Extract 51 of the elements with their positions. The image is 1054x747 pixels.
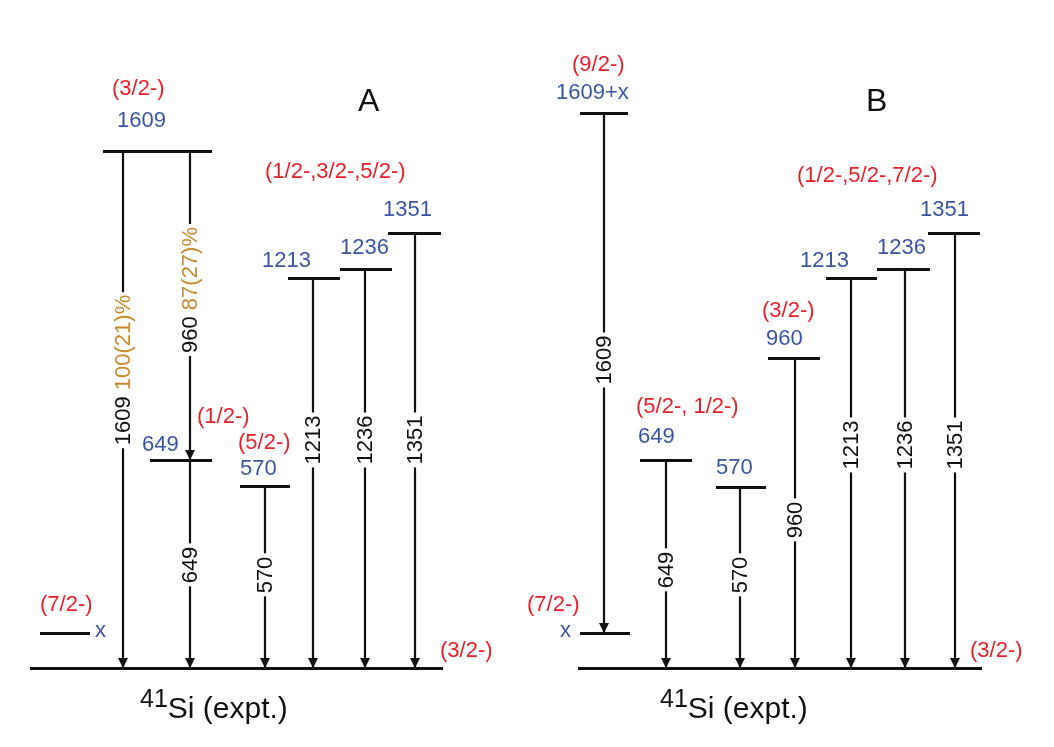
gamma-energy-label: 960 87(27)% xyxy=(178,224,202,356)
level-energy-label: 649 xyxy=(638,424,675,448)
energy-level-line xyxy=(580,112,628,115)
level-energy-label: 1609+x xyxy=(556,80,629,104)
energy-level-line xyxy=(388,232,441,235)
energy-level-line xyxy=(150,459,212,462)
level-energy-label: 1236 xyxy=(340,235,389,259)
spin-parity-label: (1/2-,3/2-,5/2-) xyxy=(265,158,406,184)
level-energy-label: 1351 xyxy=(383,197,432,221)
panel-label: B xyxy=(866,82,888,119)
energy-level-line xyxy=(288,277,340,280)
energy-level-line xyxy=(716,486,766,489)
transition-arrow xyxy=(599,115,609,633)
level-energy-label: x xyxy=(95,618,106,642)
spin-parity-label: (3/2-) xyxy=(112,76,165,100)
level-energy-label: x xyxy=(560,618,571,642)
spin-parity-label: (5/2-, 1/2-) xyxy=(636,394,739,418)
energy-level-line xyxy=(340,268,392,271)
energy-level-line xyxy=(40,632,90,635)
panel-label: A xyxy=(358,82,380,119)
energy-level-line xyxy=(578,667,982,670)
energy-level-line xyxy=(826,277,877,280)
spin-parity-label: (7/2-) xyxy=(40,592,93,616)
spin-parity-label: (3/2-) xyxy=(970,638,1023,662)
energy-level-line xyxy=(580,632,630,635)
spin-parity-label: (3/2-) xyxy=(440,638,493,662)
energy-level-line xyxy=(768,357,820,360)
energy-level-line xyxy=(928,232,980,235)
level-energy-label: 1236 xyxy=(877,235,926,259)
spin-parity-label: (7/2-) xyxy=(527,592,580,616)
level-energy-label: 649 xyxy=(142,432,179,456)
energy-level-line xyxy=(240,485,290,488)
spin-parity-label: (3/2-) xyxy=(762,298,815,322)
nucleus-caption: $^{41}$Si (expt.) xyxy=(140,684,288,725)
level-energy-label: 570 xyxy=(240,456,277,480)
spin-parity-label: (5/2-) xyxy=(238,430,291,454)
energy-level-line xyxy=(103,150,212,153)
energy-level-line xyxy=(640,459,692,462)
energy-level-line xyxy=(877,268,930,271)
level-energy-label: 960 xyxy=(766,326,803,350)
level-energy-label: 1213 xyxy=(800,248,849,272)
spin-parity-label: (9/2-) xyxy=(572,52,625,76)
energy-level-line xyxy=(30,667,443,670)
level-energy-label: 1351 xyxy=(920,197,969,221)
gamma-energy-label: 1609 100(21)% xyxy=(111,291,135,449)
level-energy-label: 1213 xyxy=(262,248,311,272)
nucleus-caption: $^{41}$Si (expt.) xyxy=(660,684,808,725)
level-energy-label: 1609 xyxy=(117,108,166,132)
level-energy-label: 570 xyxy=(716,455,753,479)
spin-parity-label: (1/2-,5/2-,7/2-) xyxy=(797,162,938,188)
spin-parity-label: (1/2-) xyxy=(197,404,250,428)
